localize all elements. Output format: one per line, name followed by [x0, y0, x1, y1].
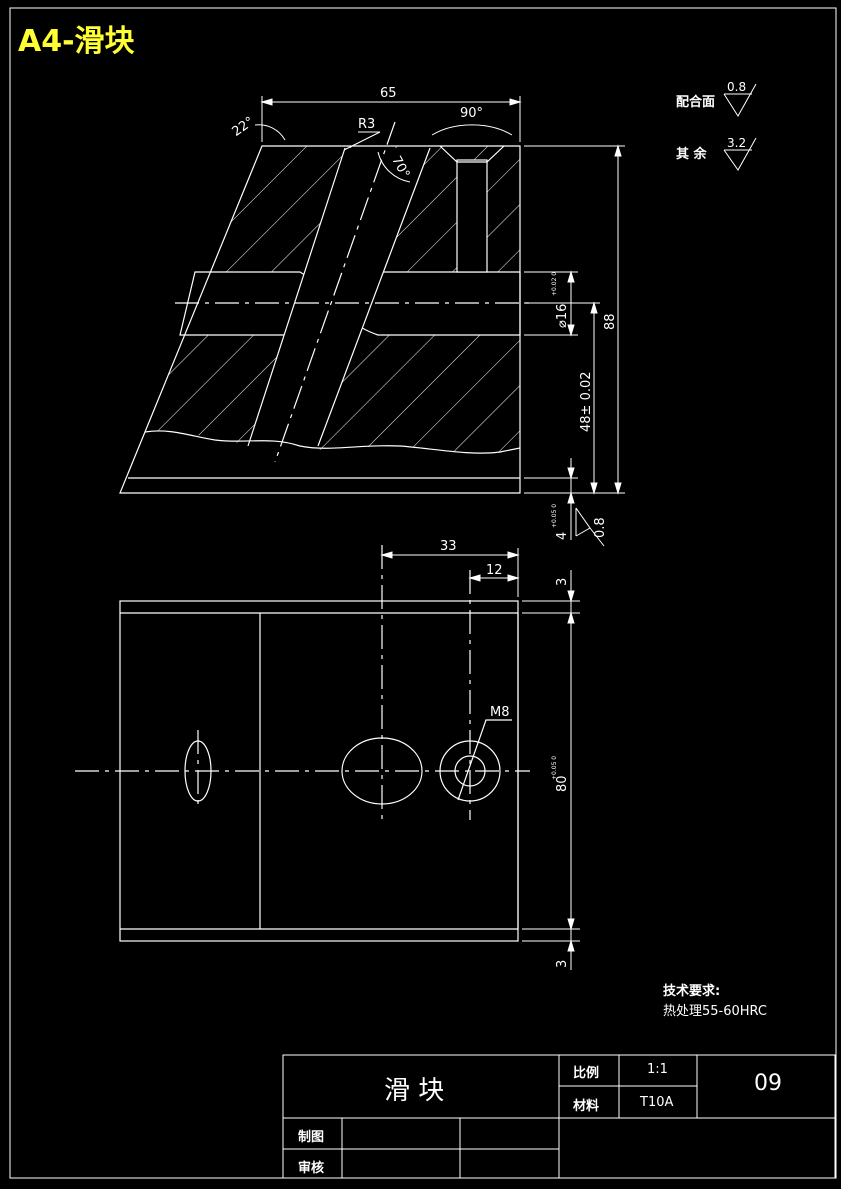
roughness-other-label: 其 余 [676, 146, 708, 162]
hole-centerline [274, 121, 396, 463]
material-value: T10A [640, 1095, 674, 1110]
inclined-hole-edge-left [247, 147, 346, 447]
requirements-heading: 技术要求: [663, 984, 721, 999]
dim-12: 12 [486, 563, 503, 578]
dim-33: 33 [440, 539, 457, 554]
part-name: 滑 块 [384, 1076, 445, 1106]
inclined-hole-edge-right [317, 147, 431, 447]
roughness-legend [723, 83, 757, 171]
dim-bore: ⌀16 [555, 304, 570, 328]
roughness-other-value: 3.2 [727, 136, 746, 150]
sheet-title: A4-滑块 [18, 24, 135, 59]
inclined-hole [248, 148, 430, 446]
plan-view [75, 545, 530, 942]
scale-label: 比例 [573, 1066, 600, 1081]
scale-value: 1:1 [647, 1062, 668, 1077]
dim-thread: M8 [490, 705, 510, 720]
requirements-line1: 热处理55-60HRC [663, 1004, 768, 1019]
dim-3-top: 3 [555, 578, 570, 586]
drawing-number: 09 [754, 1071, 782, 1096]
bottom-roughness-symbol [575, 507, 605, 547]
drawn-label: 制图 [298, 1130, 325, 1145]
dim-center-height: 48± 0.02 [579, 371, 594, 432]
title-block [282, 1054, 836, 1179]
dim-bore-tol: +0.02 0 [551, 272, 558, 296]
section-dimensions [254, 96, 625, 540]
dim-bottom: 4 [555, 532, 570, 540]
bottom-roughness-value: 0.8 [593, 517, 608, 538]
section-outline [119, 145, 521, 494]
break-line [144, 430, 521, 454]
threaded-hole [456, 159, 488, 273]
roughness-fit-value: 0.8 [727, 80, 746, 94]
dim-3-bottom: 3 [555, 960, 570, 968]
countersink [439, 145, 505, 163]
checked-label: 审核 [298, 1161, 325, 1176]
section-view [119, 121, 530, 494]
dim-height: 88 [603, 313, 618, 330]
thread-leader [457, 719, 512, 801]
dim-top-width: 65 [380, 86, 397, 101]
dim-angle-top: 90° [460, 106, 483, 121]
roughness-fit-label: 配合面 [676, 94, 715, 110]
dim-width-tol: +0.05 0 [551, 756, 558, 780]
dim-radius: R3 [358, 117, 375, 132]
material-label: 材料 [573, 1099, 600, 1114]
dim-angle-left: 22° [230, 114, 257, 140]
dim-width: 80 [555, 775, 570, 792]
dim-bottom-tol: +0.05 0 [551, 504, 558, 528]
plan-dimensions [380, 548, 580, 970]
